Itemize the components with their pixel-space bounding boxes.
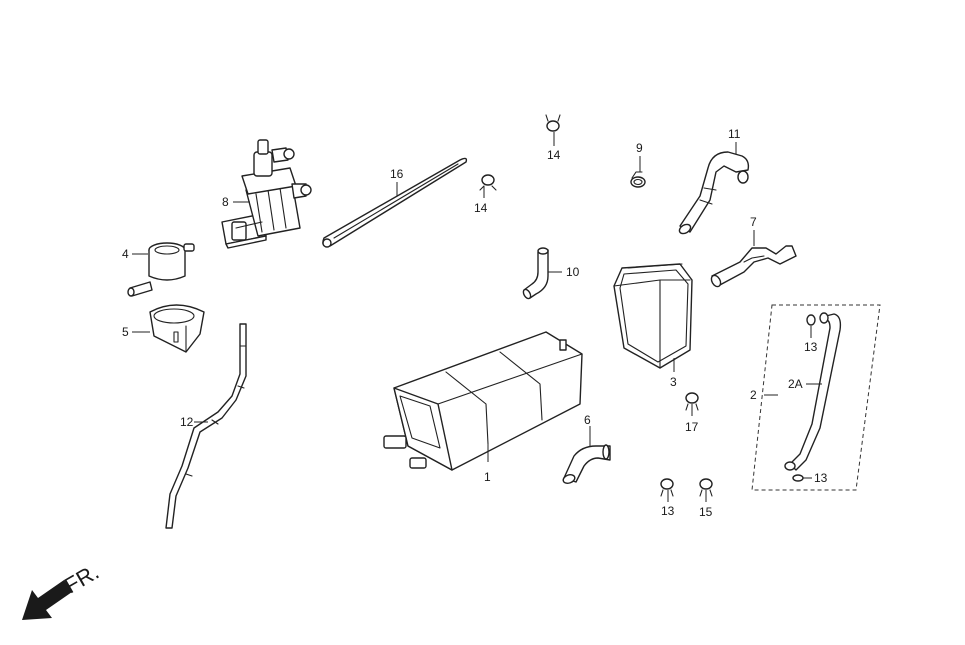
front-direction-arrow-icon bbox=[22, 580, 72, 620]
callout-14a: 14 bbox=[547, 148, 561, 162]
callout-9: 9 bbox=[636, 141, 643, 155]
callout-5: 5 bbox=[122, 325, 129, 339]
callout-17: 17 bbox=[685, 420, 699, 434]
part-4-fitting bbox=[127, 242, 195, 297]
callout-6: 6 bbox=[584, 413, 591, 427]
part-2-assembly bbox=[751, 304, 881, 491]
callout-13a: 13 bbox=[804, 340, 818, 354]
callout-7: 7 bbox=[750, 215, 757, 229]
part-14-clip-upper bbox=[545, 114, 561, 132]
part-15-clip bbox=[699, 478, 713, 497]
part-10-hose bbox=[522, 247, 549, 300]
part-8-solenoid-valve bbox=[221, 139, 312, 249]
callout-10: 10 bbox=[566, 265, 580, 279]
part-17-clip bbox=[685, 392, 699, 411]
callout-11: 11 bbox=[728, 127, 741, 141]
callout-16: 16 bbox=[390, 167, 404, 181]
part-9-clip bbox=[630, 171, 646, 188]
callout-2: 2 bbox=[750, 388, 757, 402]
part-3-bracket bbox=[613, 263, 693, 369]
part-2a-hose bbox=[789, 313, 842, 471]
part-11-hose bbox=[678, 151, 750, 235]
callout-15: 15 bbox=[699, 505, 713, 519]
callout-3: 3 bbox=[670, 375, 677, 389]
part-6-hose bbox=[562, 444, 611, 484]
assembly-2-boundary bbox=[751, 304, 881, 491]
callout-13b: 13 bbox=[661, 504, 675, 518]
callout-2a: 2A bbox=[788, 377, 803, 391]
part-5-holder bbox=[149, 304, 205, 353]
callout-4: 4 bbox=[122, 247, 129, 261]
part-7-hose bbox=[710, 245, 797, 288]
part-12-tube bbox=[165, 323, 247, 529]
callout-1: 1 bbox=[484, 470, 491, 484]
part-13-clip-lower bbox=[792, 474, 804, 482]
part-16-strap bbox=[322, 157, 468, 248]
part-1-canister bbox=[383, 331, 583, 471]
callout-14b: 14 bbox=[474, 201, 488, 215]
part-13-clip-bottom bbox=[660, 478, 674, 497]
callout-13c: 13 bbox=[814, 471, 828, 485]
part-14-clip-mid bbox=[479, 174, 497, 191]
part-13-clip-top bbox=[806, 314, 816, 326]
callout-8: 8 bbox=[222, 195, 229, 209]
callout-12: 12 bbox=[180, 415, 194, 429]
